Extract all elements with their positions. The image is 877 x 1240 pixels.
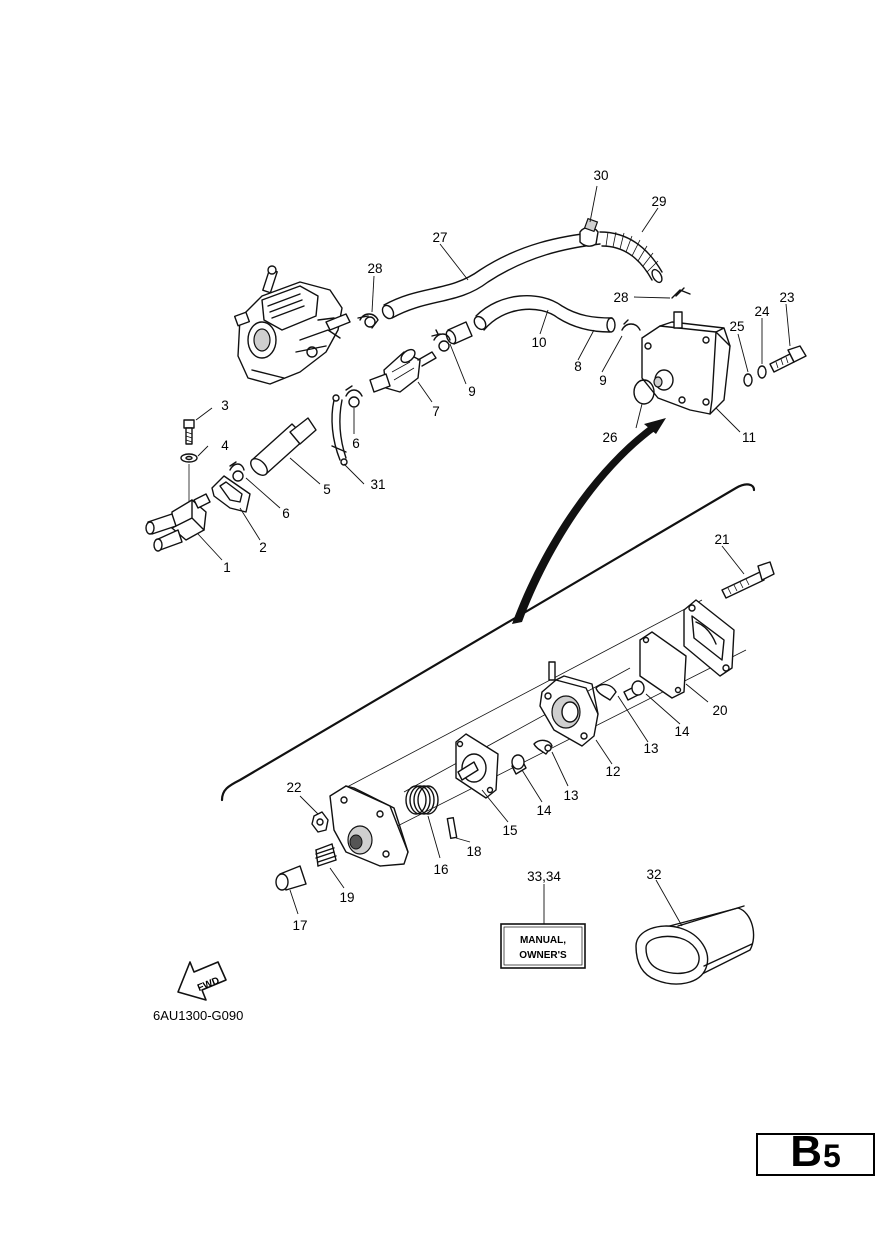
callout-12: 12 — [605, 764, 620, 779]
fwd-arrow: FWD — [177, 961, 227, 1001]
callout-4: 4 — [221, 438, 229, 453]
section-border — [220, 483, 756, 802]
callout-26: 26 — [602, 430, 617, 445]
callout-15: 15 — [502, 823, 517, 838]
callout-17: 17 — [292, 918, 307, 933]
callout-6-lower: 6 — [282, 506, 290, 521]
page-tag-letter: B — [790, 1127, 823, 1176]
callout-3: 3 — [221, 398, 229, 413]
callout-25: 25 — [729, 319, 744, 334]
callout-18: 18 — [466, 844, 481, 859]
callout-32: 32 — [646, 867, 661, 882]
callout-13-lower: 13 — [563, 788, 578, 803]
callout-5: 5 — [323, 482, 331, 497]
fuel-filter-7 — [369, 348, 437, 393]
callout-16: 16 — [433, 862, 448, 877]
manual-label-line2: OWNER'S — [519, 950, 567, 961]
pump-cover-20 — [683, 599, 735, 677]
valve-13-upper — [595, 683, 617, 701]
screw-14-upper — [623, 680, 645, 701]
plunger-17 — [275, 865, 307, 891]
callout-7: 7 — [432, 404, 440, 419]
callout-6-upper: 6 — [352, 436, 360, 451]
page-tag-number: 5 — [822, 1138, 841, 1174]
pump-base-housing — [329, 785, 409, 867]
diaphragm-15 — [455, 733, 499, 799]
owners-manual-33-34: MANUAL, OWNER'S — [500, 923, 586, 969]
callout-22: 22 — [286, 780, 301, 795]
spring-19 — [315, 843, 337, 867]
washer-25 — [743, 373, 753, 387]
bolt-21 — [721, 561, 775, 599]
fuel-connector-1 — [145, 493, 211, 552]
callout-9-left: 9 — [468, 384, 476, 399]
callout-30: 30 — [593, 168, 608, 183]
callout-31: 31 — [370, 477, 385, 492]
callout-29: 29 — [651, 194, 666, 209]
small-seals — [232, 316, 450, 482]
pin-18 — [446, 816, 458, 840]
callout-19: 19 — [339, 890, 354, 905]
leader-lines — [195, 185, 791, 927]
callout-20: 20 — [712, 703, 727, 718]
clip-31 — [331, 394, 348, 466]
callout-28-right: 28 — [613, 290, 628, 305]
manual-label-line1: MANUAL, — [520, 935, 566, 946]
callout-21: 21 — [714, 532, 729, 547]
callout-numbers: 30 29 27 28 28 23 24 25 10 8 9 9 7 6 3 4… — [221, 168, 794, 933]
fuel-hose-27 — [381, 231, 601, 320]
callout-11: 11 — [742, 430, 756, 445]
callout-1: 1 — [223, 560, 231, 575]
carburetor — [233, 265, 351, 385]
valve-13-lower — [533, 739, 553, 755]
hose-clamp-30 — [579, 217, 599, 247]
spring-16 — [405, 785, 439, 815]
screw-14-lower — [511, 754, 527, 775]
callout-2: 2 — [259, 540, 267, 555]
nut-22 — [311, 811, 329, 833]
callout-28-top: 28 — [367, 261, 382, 276]
callout-9-right: 9 — [599, 373, 607, 388]
bracket-2 — [211, 475, 251, 513]
gasket-20 — [639, 631, 687, 699]
callout-14-lower: 14 — [536, 803, 552, 818]
washer-4 — [180, 453, 198, 463]
washer-24 — [757, 365, 767, 379]
fuel-hose-10 — [473, 295, 616, 333]
callout-8: 8 — [574, 359, 582, 374]
callout-13-upper: 13 — [643, 741, 658, 756]
callout-14-upper: 14 — [674, 724, 690, 739]
hose-piece-9 — [445, 321, 473, 345]
pump-body-12 — [539, 661, 599, 747]
diagram-code: 6AU1300-G090 — [153, 1008, 243, 1023]
hose-5 — [250, 417, 317, 476]
adapter-32 — [635, 905, 755, 985]
bolt-23 — [769, 345, 807, 373]
callout-27: 27 — [432, 230, 447, 245]
callout-23: 23 — [779, 290, 794, 305]
callout-10: 10 — [531, 335, 546, 350]
corrugated-hose-29 — [599, 231, 663, 284]
fuel-pump-assembly-11 — [641, 311, 731, 415]
callout-33-34: 33,34 — [527, 869, 561, 884]
hose-clips — [229, 287, 691, 471]
o-ring-26 — [633, 379, 655, 405]
callout-24: 24 — [754, 304, 770, 319]
assembly-arrow — [512, 418, 666, 624]
screw-3 — [183, 419, 195, 445]
